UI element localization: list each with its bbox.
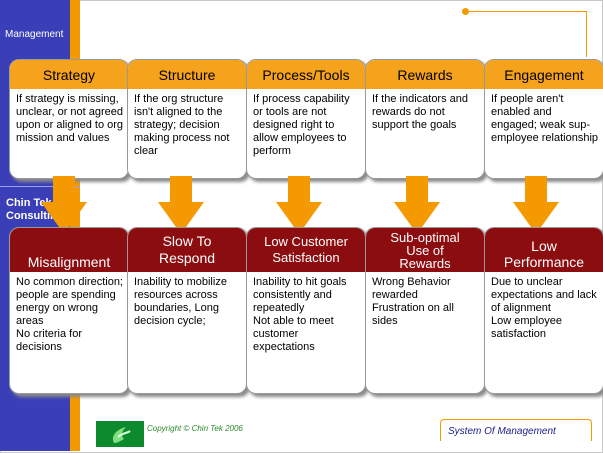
rewards-title: Rewards <box>366 60 484 89</box>
suboptimal-rewards-card: Sub-optimal Use of Rewards Wrong Behavio… <box>365 227 485 394</box>
process-tools-text: If process capability or tools are not d… <box>253 93 350 157</box>
sidebar-stripe <box>70 0 80 451</box>
structure-text: If the org structure isn't aligned to th… <box>134 93 230 157</box>
suboptimal-rewards-text: Wrong Behavior rewarded Frustration on a… <box>372 276 454 327</box>
suboptimal-rewards-title: Sub-optimal Use of Rewards <box>366 228 484 272</box>
down-arrow <box>394 176 440 234</box>
engagement-text: If people aren't enabled and engaged; we… <box>491 93 599 144</box>
system-of-management-label: System Of Management <box>440 419 592 441</box>
strategy-text: If strategy is missing, unclear, or not … <box>16 93 124 144</box>
engagement-title: Engagement <box>485 60 603 89</box>
decor-dot <box>462 8 469 15</box>
down-arrow <box>41 176 87 234</box>
low-customer-satisfaction-title: Low Customer Satisfaction <box>247 228 365 272</box>
system-of-management-text: System Of Management <box>448 426 556 437</box>
structure-card: Structure If the org structure isn't ali… <box>127 59 247 179</box>
strategy-title: Strategy <box>10 60 128 89</box>
strategy-card: Strategy If strategy is missing, unclear… <box>9 59 129 179</box>
low-customer-satisfaction-text: Inability to hit goals consistently and … <box>253 276 347 353</box>
misalignment-card: Misalignment No common direction; people… <box>9 227 129 394</box>
decor-line-vertical <box>586 11 587 57</box>
misalignment-text: No common direction; people are spending… <box>16 276 123 353</box>
copyright-text: Copyright © Chin Tek 2006 <box>147 424 243 433</box>
slow-to-respond-card: Slow To Respond Inability to mobilize re… <box>127 227 247 394</box>
company-name: Chin Tek Consulting <box>6 197 64 222</box>
sidebar-title: Management <box>5 29 64 40</box>
process-tools-card: Process/Tools If process capability or t… <box>246 59 366 179</box>
sidebar-divider <box>0 186 80 187</box>
process-tools-title: Process/Tools <box>247 60 365 89</box>
low-performance-title: Low Performance <box>485 228 603 272</box>
misalignment-title: Misalignment <box>10 228 128 272</box>
structure-title: Structure <box>128 60 246 89</box>
low-performance-card: Low Performance Due to unclear expectati… <box>484 227 603 394</box>
company-logo <box>96 421 144 447</box>
rewards-text: If the indicators and rewards do not sup… <box>372 93 469 131</box>
decor-line <box>466 11 586 12</box>
rewards-card: Rewards If the indicators and rewards do… <box>365 59 485 179</box>
down-arrow <box>513 176 559 234</box>
engagement-card: Engagement If people aren't enabled and … <box>484 59 603 179</box>
slow-to-respond-title: Slow To Respond <box>128 228 246 272</box>
slow-to-respond-text: Inability to mobilize resources across b… <box>134 276 227 327</box>
low-performance-text: Due to unclear expectations and lack of … <box>491 276 597 340</box>
down-arrow <box>276 176 322 234</box>
low-customer-satisfaction-card: Low Customer Satisfaction Inability to h… <box>246 227 366 394</box>
down-arrow <box>158 176 204 234</box>
